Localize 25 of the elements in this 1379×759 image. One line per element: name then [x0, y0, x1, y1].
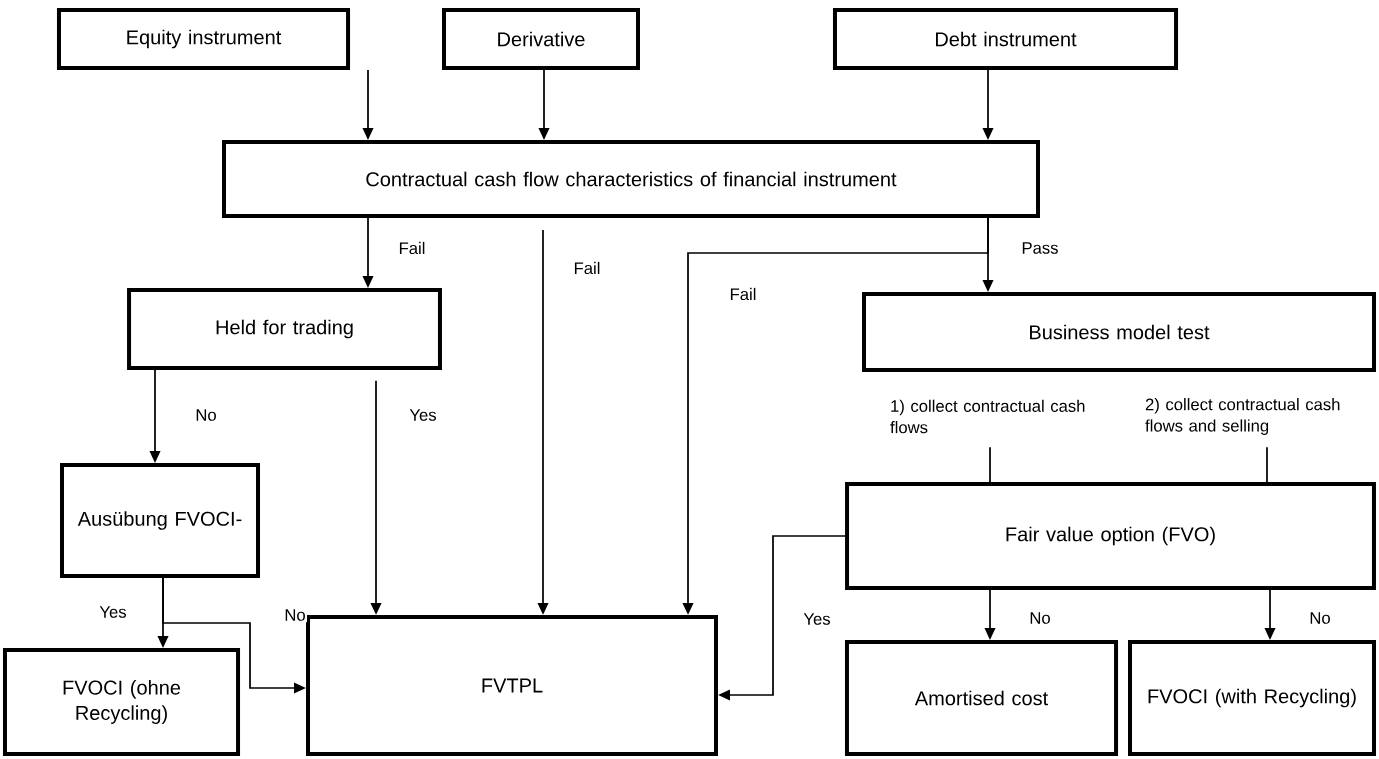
edge-label: Pass	[1020, 240, 1060, 256]
process-box: Equity instrument	[56, 8, 351, 70]
edge-label: Fail	[397, 240, 427, 256]
process-box: FVOCI (ohne Recycling)	[2, 648, 241, 756]
process-box: Held for trading	[127, 288, 442, 370]
process-box: Debt instrument	[832, 8, 1179, 70]
edge-label: No	[283, 607, 307, 623]
option-label: 2) collect contractual cash flows and selling	[1145, 398, 1340, 435]
process-box: Business model test	[862, 292, 1376, 372]
edge-label: Yes	[802, 611, 832, 627]
edge-label: No	[194, 407, 218, 423]
process-box: Derivative	[442, 8, 640, 70]
edge-label: Fail	[728, 286, 758, 302]
process-box: Fair value option (FVO)	[845, 482, 1376, 590]
process-box: Ausübung FVOCI-	[60, 463, 260, 578]
process-box: FVOCI (with Recycling)	[1128, 640, 1376, 756]
process-box: Contractual cash flow characteristics of financial instrument	[222, 140, 1040, 218]
edge-label: No	[1308, 610, 1332, 626]
edge-label: Fail	[572, 260, 602, 276]
option-label: 1) collect contractual cash flows	[890, 399, 1085, 434]
edge-label: Yes	[98, 604, 128, 620]
process-box: FVTPL	[306, 614, 718, 757]
process-box: Amortised cost	[844, 640, 1119, 756]
edge-label: Yes	[408, 407, 438, 423]
edge-label: No	[1028, 610, 1052, 626]
